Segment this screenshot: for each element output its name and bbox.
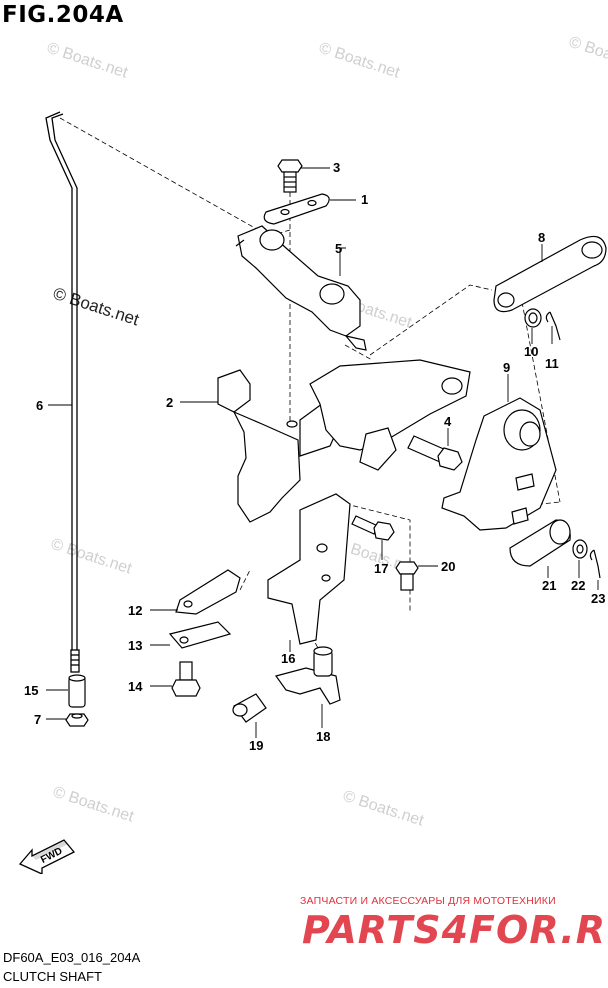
part-bracket-upper bbox=[309, 359, 471, 471]
callout-22: 22 bbox=[571, 578, 585, 593]
part-16-plate bbox=[267, 493, 351, 645]
callout-20: 20 bbox=[441, 559, 455, 574]
part-5-arm bbox=[235, 225, 367, 351]
part-22-washer bbox=[572, 539, 588, 559]
watermark-text: © Boats.net bbox=[317, 40, 403, 82]
callout-21: 21 bbox=[542, 578, 556, 593]
part-23-clip bbox=[589, 549, 601, 579]
part-17-bolt bbox=[351, 515, 395, 541]
watermark-text: © Boats.net bbox=[51, 784, 137, 826]
callout-4: 4 bbox=[444, 414, 452, 429]
part-14-bolt bbox=[171, 661, 201, 697]
part-8-link bbox=[493, 235, 607, 313]
part-11-clip bbox=[545, 311, 561, 341]
fwd-arrow-icon: FWD bbox=[18, 839, 76, 874]
callout-12: 12 bbox=[128, 603, 142, 618]
leader-lines bbox=[46, 167, 599, 738]
watermark-text: © Boats.net bbox=[49, 536, 135, 578]
shop-logo: PARTS4FOR.RU bbox=[302, 908, 608, 952]
callout-1: 1 bbox=[361, 192, 368, 207]
part-18-bracket bbox=[275, 646, 341, 705]
callout-15: 15 bbox=[24, 683, 38, 698]
callout-13: 13 bbox=[128, 638, 142, 653]
callout-7: 7 bbox=[34, 712, 41, 727]
callout-6: 6 bbox=[36, 398, 43, 413]
callout-18: 18 bbox=[316, 729, 330, 744]
part-19-bushing bbox=[232, 693, 267, 723]
part-4-bolt bbox=[407, 435, 463, 471]
figure-title: FIG.204A bbox=[2, 2, 124, 28]
part-12-bracket bbox=[175, 569, 241, 615]
part-10-washer bbox=[524, 308, 542, 328]
part-2-bracket bbox=[217, 369, 347, 523]
part-13-plate bbox=[168, 621, 232, 649]
callout-labels: 1 2 3 4 5 6 7 8 9 10 11 12 13 14 15 16 1… bbox=[24, 160, 605, 753]
callout-8: 8 bbox=[538, 230, 545, 245]
part-21-bushing bbox=[509, 519, 571, 567]
callout-23: 23 bbox=[591, 591, 605, 606]
part-3-bolt bbox=[277, 159, 303, 193]
part-15-coupler bbox=[68, 674, 86, 708]
callout-19: 19 bbox=[249, 738, 263, 753]
callout-3: 3 bbox=[333, 160, 340, 175]
figure-name: CLUTCH SHAFT bbox=[3, 969, 102, 984]
callout-11: 11 bbox=[545, 356, 559, 371]
callout-17: 17 bbox=[374, 561, 388, 576]
callout-16: 16 bbox=[281, 651, 295, 666]
callout-9: 9 bbox=[503, 360, 510, 375]
part-1-plate bbox=[263, 193, 330, 225]
part-6-rod bbox=[45, 111, 80, 673]
figure-code: DF60A_E03_016_204A bbox=[3, 950, 141, 965]
watermark-text: © Boats.net bbox=[341, 788, 427, 830]
callout-14: 14 bbox=[128, 679, 143, 694]
shop-banner-text: ЗАПЧАСТИ И АКСЕССУАРЫ ДЛЯ МОТОТЕХНИКИ bbox=[300, 895, 556, 907]
part-9-lever bbox=[441, 397, 557, 531]
watermark-text: © Boats.net bbox=[567, 34, 608, 76]
callout-2: 2 bbox=[166, 395, 173, 410]
watermark-text: © Boats.net bbox=[45, 40, 131, 82]
callout-10: 10 bbox=[524, 344, 538, 359]
callout-5: 5 bbox=[335, 241, 342, 256]
part-7-nut bbox=[65, 713, 89, 727]
watermark-text-dark: © Boats.net bbox=[51, 284, 142, 330]
part-20-bolt bbox=[395, 561, 419, 591]
